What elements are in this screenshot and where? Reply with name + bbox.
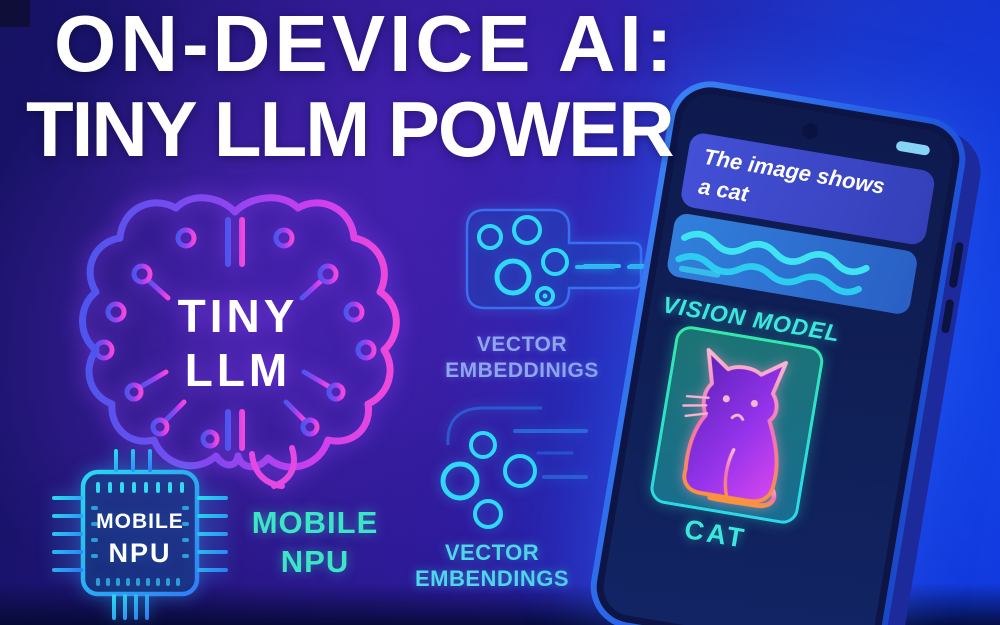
brain-circuit-icon: TINY LLM	[79, 194, 400, 489]
chip-label-line2: NPU	[108, 538, 171, 568]
page-title: ON-DEVICE AI: TINY LLM POWER	[26, 4, 676, 170]
connector-line	[575, 265, 615, 269]
npu-caption-line1: MOBILE	[251, 505, 379, 540]
corner-decoration	[0, 0, 30, 27]
title-line-1: ON-DEVICE AI:	[54, 0, 677, 88]
camera-dot-icon	[800, 121, 820, 141]
npu-chip-icon: MOBILE NPU	[52, 449, 228, 620]
phone-power-button	[940, 298, 955, 334]
vector-embeddings-top-label: VECTOR EMBEDDINIGS	[428, 332, 616, 383]
audio-waveform-panel	[665, 211, 919, 316]
cat-icon	[682, 348, 789, 509]
speaker-pill-icon	[895, 140, 931, 156]
smartphone: The image shows a cat VISION MODEL	[584, 75, 972, 625]
phone-bezel: The image shows a cat VISION MODEL	[591, 81, 965, 625]
chip-label-line1: MOBILE	[96, 510, 184, 533]
emb-top-line1: VECTOR	[476, 333, 568, 356]
cat-image-card	[648, 323, 826, 527]
waveform-icon	[675, 230, 870, 296]
brain-label-line1: TINY	[178, 290, 299, 342]
vector-embeddings-bottom-icon	[440, 406, 588, 529]
phone-screen: The image shows a cat VISION MODEL	[599, 90, 957, 625]
npu-caption: MOBILE NPU	[240, 504, 390, 582]
phone-volume-button	[948, 241, 965, 289]
emb-bottom-line2: EMBENDINGS	[414, 566, 570, 592]
emb-bottom-line1: VECTOR	[444, 540, 540, 565]
brain-label-line2: LLM	[185, 344, 292, 396]
title-line-2: TINY LLM POWER	[26, 85, 675, 173]
vector-embeddings-bottom-label: VECTOR EMBENDINGS	[398, 540, 586, 593]
emb-top-line2: EMBEDDINIGS	[445, 358, 599, 382]
npu-caption-line2: NPU	[280, 543, 350, 579]
